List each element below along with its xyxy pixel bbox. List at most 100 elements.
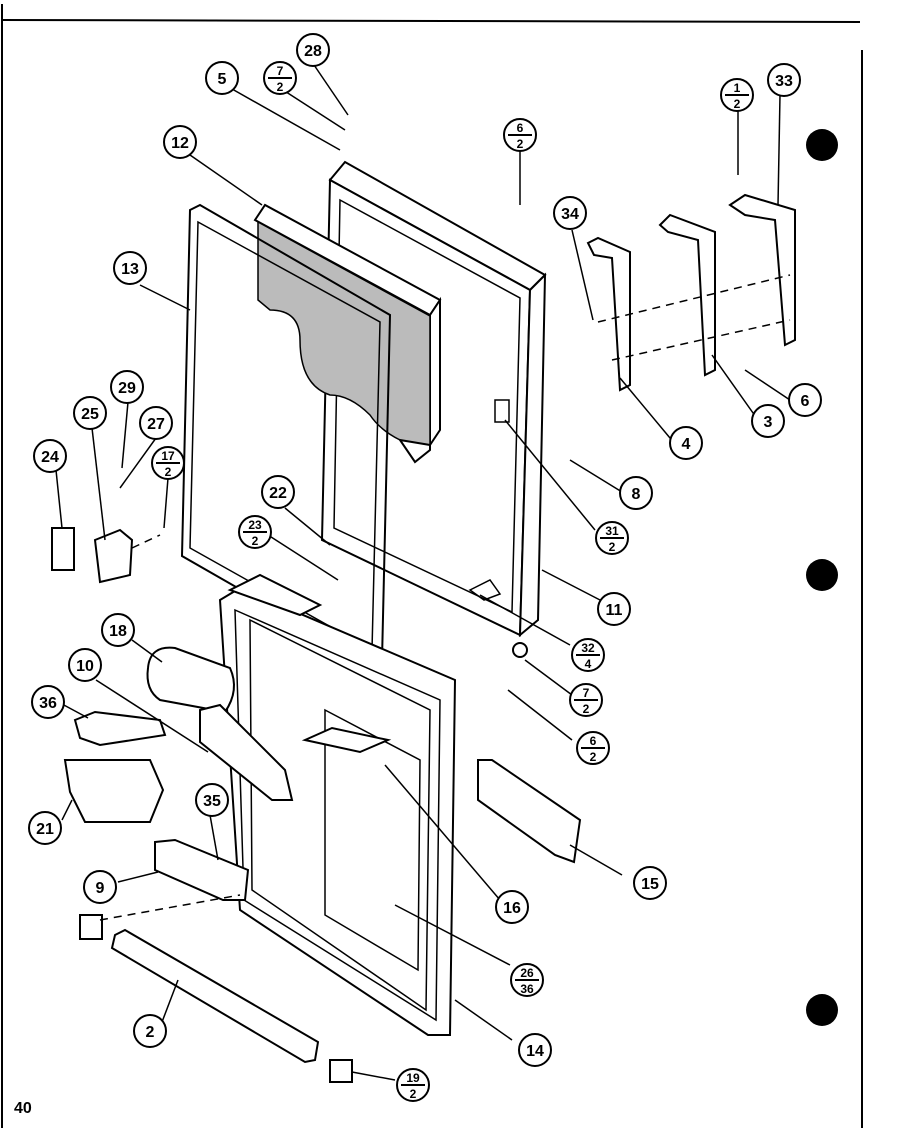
callout-bottom-label: 2 [609, 540, 616, 554]
callout-24: 24 [33, 439, 67, 473]
binder-hole-top [806, 129, 838, 161]
callout-label: 33 [775, 73, 793, 90]
callout-top-label: 6 [517, 121, 524, 135]
page-number: 40 [14, 1100, 32, 1117]
callout-circle [767, 63, 801, 97]
callout-top-label: 1 [734, 81, 741, 95]
callout-circle [28, 811, 62, 845]
callout-circle [113, 251, 147, 285]
callout-label: 27 [147, 416, 165, 433]
callout-13: 13 [113, 251, 147, 285]
callout-top-label: 19 [406, 1071, 420, 1085]
callout-label: 24 [41, 449, 59, 466]
callout-23-2: 232 [238, 515, 272, 549]
callout-top-label: 31 [605, 524, 619, 538]
callout-22: 22 [261, 475, 295, 509]
callout-label: 14 [526, 1043, 544, 1060]
callout-circle [163, 125, 197, 159]
callout-bottom-label: 2 [410, 1087, 417, 1101]
page-border [1, 4, 863, 1128]
callout-8: 8 [619, 476, 653, 510]
callout-top-label: 17 [161, 449, 175, 463]
callout-label: 8 [632, 486, 641, 503]
binder-hole-middle [806, 559, 838, 591]
callout-top-label: 26 [520, 966, 534, 980]
callout-label: 25 [81, 406, 99, 423]
small-parts-left [51, 527, 161, 584]
leader-lines [55, 61, 791, 1081]
binder-hole-bottom [806, 994, 838, 1026]
callout-10: 10 [68, 648, 102, 682]
callout-bottom-label: 36 [520, 982, 534, 996]
callout-circle [205, 61, 239, 95]
callout-circle [101, 613, 135, 647]
callout-top-label: 6 [590, 734, 597, 748]
callout-21: 21 [28, 811, 62, 845]
door-bins [63, 646, 582, 1083]
callout-bottom-label: 2 [517, 137, 524, 151]
callout-label: 13 [121, 261, 139, 278]
callout-5: 5 [205, 61, 239, 95]
callout-circle [296, 33, 330, 67]
callout-circle [31, 685, 65, 719]
callout-label: 2 [146, 1024, 155, 1041]
callout-circle [73, 396, 107, 430]
callout-label: 29 [118, 380, 136, 397]
callout-3: 3 [751, 404, 785, 438]
callout-bottom-label: 2 [590, 750, 597, 764]
fresh-food-door [218, 573, 457, 1036]
callout-circle [751, 404, 785, 438]
callout-circle [669, 426, 703, 460]
callout-top-label: 32 [581, 641, 595, 655]
callout-label: 15 [641, 876, 659, 893]
callout-12: 12 [163, 125, 197, 159]
callout-1-2: 12 [720, 78, 754, 112]
callout-label: 21 [36, 821, 54, 838]
callout-circle [495, 890, 529, 924]
callout-16: 16 [495, 890, 529, 924]
callout-25: 25 [73, 396, 107, 430]
callout-28: 28 [296, 33, 330, 67]
callout-circle [518, 1033, 552, 1067]
callout-bottom-label: 2 [277, 80, 284, 94]
callout-label: 5 [218, 71, 227, 88]
callout-circle [619, 476, 653, 510]
callout-circle [139, 406, 173, 440]
callout-31-2: 312 [595, 521, 629, 555]
callout-label: 12 [171, 135, 189, 152]
callout-19-2: 192 [396, 1068, 430, 1102]
callout-circle [110, 370, 144, 404]
callout-27: 27 [139, 406, 173, 440]
callout-29: 29 [110, 370, 144, 404]
callout-circle [788, 383, 822, 417]
callout-18: 18 [101, 613, 135, 647]
callout-label: 18 [109, 623, 127, 640]
callout-label: 11 [606, 602, 623, 619]
hinge-parts [586, 193, 796, 392]
callout-4: 4 [669, 426, 703, 460]
callout-35: 35 [195, 783, 229, 817]
callout-32-4: 324 [571, 638, 605, 672]
callout-34: 34 [553, 196, 587, 230]
callout-label: 10 [76, 658, 94, 675]
callout-6-2: 62 [576, 731, 610, 765]
callout-label: 35 [203, 793, 221, 810]
callout-circle [195, 783, 229, 817]
callout-17-2: 172 [151, 446, 185, 480]
callout-label: 28 [304, 43, 322, 60]
callout-bottom-label: 2 [252, 534, 259, 548]
callout-top-label: 7 [277, 64, 284, 78]
callout-36: 36 [31, 685, 65, 719]
callout-circle [633, 866, 667, 900]
callout-label: 34 [561, 206, 579, 223]
callout-top-label: 7 [583, 686, 590, 700]
callout-label: 4 [682, 436, 691, 453]
callout-6: 6 [788, 383, 822, 417]
callout-11: 11 [597, 592, 631, 626]
callout-bottom-label: 4 [585, 657, 592, 671]
callout-circle [597, 592, 631, 626]
callout-circle [83, 870, 117, 904]
callout-top-label: 23 [248, 518, 262, 532]
